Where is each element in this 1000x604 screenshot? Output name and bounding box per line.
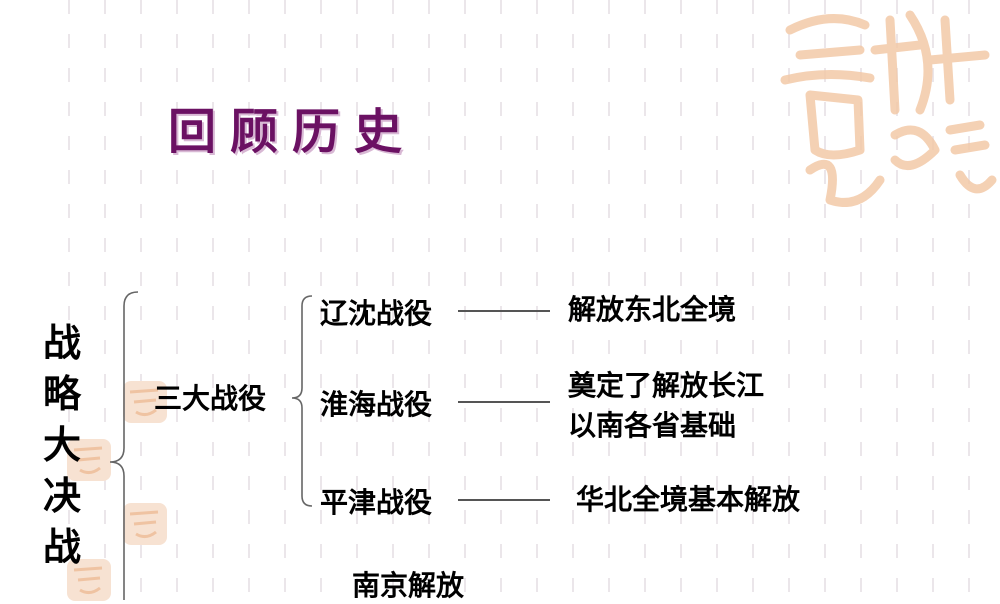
small-seal-decoration-4 [67,559,111,601]
result-line: 解放东北全境 [568,293,737,326]
connector-line-huaihai [458,401,550,403]
battles-bracket [291,295,313,507]
small-seal-decoration-1 [123,381,167,423]
battle-result-huaihai: 奠定了解放长江 以南各省基础 [568,366,764,446]
page-title: 回顾历史 [168,104,417,160]
auspicious-seal-decoration [780,10,997,207]
battle-result-pingjin: 华北全境基本解放 [576,480,800,520]
result-line: 奠定了解放长江 [568,369,765,402]
battle-name-pingjin: 平津战役 [320,486,433,519]
battle-result-liaoshen: 解放东北全境 [568,290,736,330]
nanjing-liberation-label: 南京解放 [352,569,465,602]
connector-line-liaoshen [458,310,550,312]
battle-name-huaihai: 淮海战役 [320,388,433,421]
result-line: 华北全境基本解放 [576,483,801,516]
connector-line-pingjin [458,499,550,501]
result-line: 以南各省基础 [568,409,737,442]
battle-name-liaoshen: 辽沈战役 [320,297,433,330]
root-label: 战略大决战 [42,321,81,569]
three-battles-label: 三大战役 [154,382,267,415]
small-seal-decoration-2 [67,439,111,481]
root-bracket [109,291,139,600]
small-seal-decoration-3 [123,503,167,545]
